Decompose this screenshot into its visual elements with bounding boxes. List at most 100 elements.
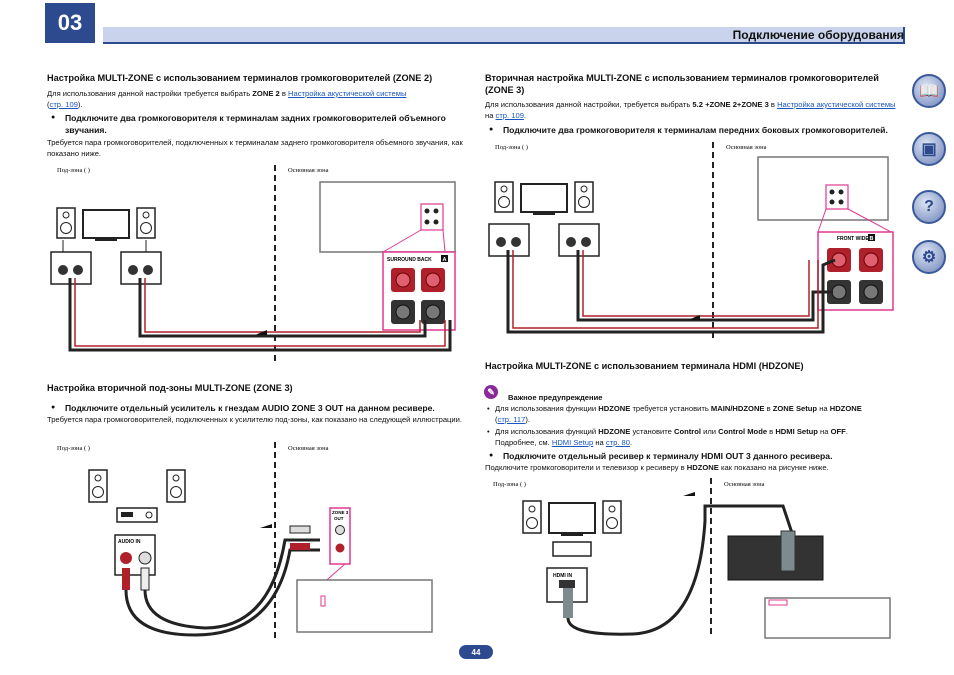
receiver-back <box>727 535 824 581</box>
terminal-dot <box>143 265 153 275</box>
terminal-dot <box>829 199 835 205</box>
speaker-left <box>56 207 76 239</box>
section-zone3-desc: Требуется пара громкоговорителей, подклю… <box>47 415 462 424</box>
text-fragment: Для использования данной настройки, треб… <box>485 100 693 109</box>
hdmi-plug <box>563 588 573 618</box>
section-zone3-title: Настройка вторичной под-зоны MULTI-ZONE … <box>47 383 293 393</box>
rca-plug-red <box>122 568 130 590</box>
terminal-knob <box>425 304 441 320</box>
fig3-panel-label: FRONT WIDE / <box>837 236 872 242</box>
jack-white <box>138 551 152 565</box>
fig4-hdmi-in-label: HDMI IN <box>553 573 573 579</box>
figure-zone2-diagram: Под-зона ( ) Основная зона SURROUND BACK… <box>50 165 456 365</box>
rca-plug-white <box>140 567 150 591</box>
text-fragment: или <box>700 427 719 436</box>
text-fragment: в <box>279 89 288 98</box>
badge-b <box>868 234 875 241</box>
link-page-109[interactable]: стр. 109 <box>49 100 78 109</box>
hdmi-connector <box>783 571 793 577</box>
rca-plug-red <box>290 543 310 550</box>
hdmi-plug <box>780 530 796 572</box>
fig4-mainzone-label: Основная зона <box>724 481 765 488</box>
terminal-dot <box>433 219 439 225</box>
zoom-line <box>847 208 892 233</box>
terminal-dot <box>424 219 430 225</box>
amp-display <box>121 512 133 517</box>
arrow-icon <box>688 315 700 320</box>
terminal-dot <box>433 208 439 214</box>
tv <box>520 183 568 215</box>
receiver-highlight <box>420 203 444 231</box>
link-page-117[interactable]: стр. 117 <box>497 415 526 424</box>
arrow-icon <box>255 330 267 335</box>
fig2-zone-label: ZONE 3 <box>332 510 349 515</box>
text-bold: Control Mode <box>718 427 768 436</box>
zoom-line <box>382 229 422 253</box>
link-page-109[interactable]: стр. 109 <box>495 111 524 120</box>
text-fragment: ). <box>77 100 83 109</box>
text-bold: 5.2 +ZONE 2+ZONE 3 <box>692 100 769 109</box>
section-hdzone-title: Настройка MULTI-ZONE с использованием те… <box>485 361 804 371</box>
speaker-left <box>522 500 542 534</box>
subzone-amplifier <box>116 507 158 523</box>
cable-left <box>68 278 452 352</box>
text-fragment: требуется установить <box>630 404 711 413</box>
terminal-dot <box>511 237 521 247</box>
chapter-number: 03 <box>45 3 95 43</box>
terminal-dot <box>566 237 576 247</box>
header-bar <box>103 27 905 44</box>
text-bold: MAIN/HDZONE <box>710 404 765 413</box>
text-bold: ZONE Setup <box>772 404 818 413</box>
warning-icon: ✎ <box>484 385 498 399</box>
bullet-zone2: Подключите два громкоговорителя к термин… <box>47 112 465 136</box>
book-icon[interactable]: 📖 <box>912 74 946 108</box>
warning-title: Важное предупреждение <box>508 393 603 402</box>
terminal-knob <box>395 272 411 288</box>
text-fragment: Для использования функции <box>495 404 599 413</box>
text-bold: OFF <box>830 427 846 436</box>
text-fragment: Для использования данной настройки требу… <box>47 89 253 98</box>
link-hdmi-setup[interactable]: HDMI Setup <box>551 438 594 447</box>
fig2-subzone-label: Под-зона ( ) <box>57 445 90 452</box>
text-fragment: в <box>767 427 776 436</box>
terminal-dot <box>838 199 844 205</box>
bullet-front-wide: Подключите два громкоговорителя к термин… <box>485 124 933 136</box>
speaker-right <box>136 207 156 239</box>
terminal-dot <box>58 265 68 275</box>
text-bold: HDZONE <box>598 404 631 413</box>
jack-red <box>335 543 345 553</box>
text-fragment: Для использования функций <box>495 427 599 436</box>
subzone-receiver <box>552 541 592 557</box>
speaker-right <box>602 500 622 534</box>
terminal-knob <box>831 284 847 300</box>
terminal-dot <box>73 265 83 275</box>
hdmi-cable <box>566 504 795 636</box>
text-bold: HDZONE <box>686 463 719 472</box>
speaker-right <box>574 181 594 213</box>
hdmi-port <box>559 580 575 588</box>
page-title: Подключение оборудования <box>732 28 904 42</box>
link-speaker-setup[interactable]: Настройка акустической системы <box>288 89 407 98</box>
tv <box>548 502 596 536</box>
link-page-80[interactable]: стр. 80 <box>605 438 631 447</box>
terminal-knob <box>863 284 879 300</box>
terminal-dot <box>496 237 506 247</box>
speaker-right <box>166 469 186 503</box>
fig2-mainzone-label: Основная зона <box>288 445 329 452</box>
help-icon[interactable]: ? <box>912 190 946 224</box>
cable-right-red <box>144 278 421 333</box>
speaker-left <box>494 181 514 213</box>
link-speaker-setup[interactable]: Настройка акустической системы <box>777 100 896 109</box>
rca-cable <box>124 548 320 637</box>
receiver-highlight <box>320 595 326 607</box>
tools-icon[interactable]: ⚙ <box>912 240 946 274</box>
fig3-mainzone-label: Основная зона <box>726 144 767 151</box>
jack-white <box>335 525 345 535</box>
remote-icon[interactable]: ▣ <box>912 132 946 166</box>
tv <box>82 209 130 241</box>
text-fragment: Подключите громкоговорители и телевизор … <box>485 463 687 472</box>
text-fragment: ( <box>47 100 50 109</box>
terminal-dot <box>128 265 138 275</box>
terminal-knob <box>425 272 441 288</box>
text-bold: Control <box>673 427 701 436</box>
